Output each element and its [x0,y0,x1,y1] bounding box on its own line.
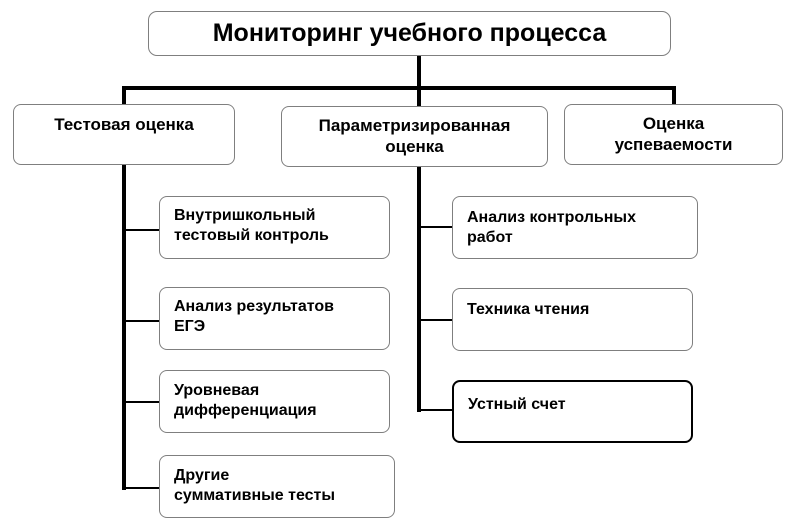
subitem-label: Техника чтения [467,301,590,318]
subitem-label: Внутришкольный тестовый контроль [174,207,329,244]
category-label: Параметризированная оценка [318,115,511,156]
category-box-performance-assessment: Оценка успеваемости [564,104,783,165]
subitem-label: Другие суммативные тесты [174,467,336,504]
category-label: Оценка успеваемости [614,113,733,154]
root-label: Мониторинг учебного процесса [212,19,607,48]
subitem-box: Другие суммативные тесты [159,455,395,518]
subitem-label: Уровневая дифференциация [174,382,317,419]
subitem-box: Анализ результатов ЕГЭ [159,287,390,350]
subitem-label: Анализ результатов ЕГЭ [174,298,334,335]
category-box-parametrized-assessment: Параметризированная оценка [281,106,548,167]
subitem-box: Техника чтения [452,288,693,351]
category-label: Тестовая оценка [54,115,194,134]
subitem-box: Анализ контрольных работ [452,196,698,259]
subitem-label: Устный счет [468,396,566,413]
subitem-box: Внутришкольный тестовый контроль [159,196,390,259]
subitem-box-highlighted: Устный счет [452,380,693,443]
category-box-test-assessment: Тестовая оценка [13,104,235,165]
root-box: Мониторинг учебного процесса [148,11,671,56]
subitem-label: Анализ контрольных работ [467,209,636,246]
subitem-box: Уровневая дифференциация [159,370,390,433]
